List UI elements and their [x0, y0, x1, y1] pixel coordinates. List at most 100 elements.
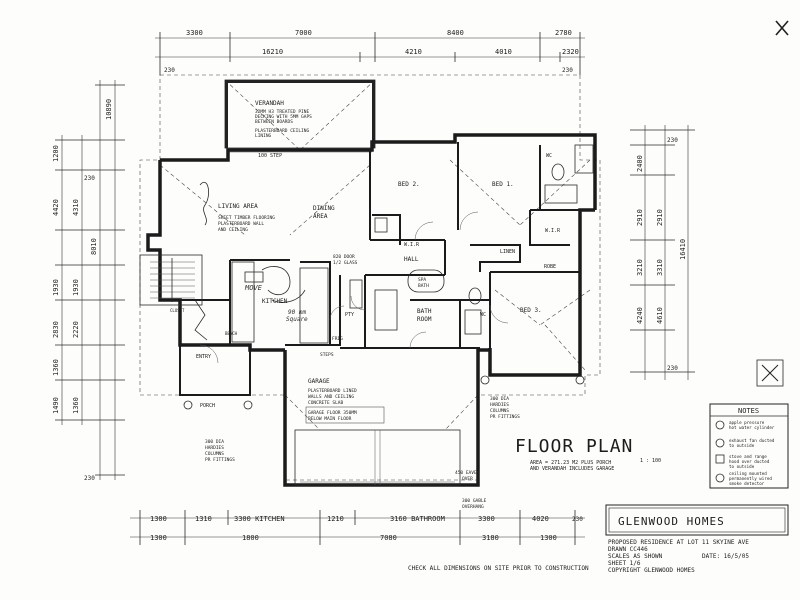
label-hardies-left-1: 300 DIA	[205, 439, 224, 445]
label-closet: CLOSET	[170, 308, 185, 313]
note-3-line-2: hood over ducted	[729, 459, 770, 464]
dim-bottom-3: 3300 KITCHEN	[234, 515, 285, 523]
title-line-4: SHEET 1/6	[608, 560, 641, 567]
kitchen-benches	[231, 261, 363, 344]
label-wc: WC	[480, 312, 486, 318]
label-fridge: FRIG	[332, 336, 343, 342]
label-spa-2: BATH	[418, 283, 429, 289]
floor-plan-title: FLOOR PLAN	[515, 436, 633, 457]
notes-box: NOTES apple pressure hot water cylinder …	[709, 403, 789, 489]
label-entry: ENTRY	[196, 354, 211, 360]
dim-right2-1: 2910	[656, 209, 664, 226]
dim-top-small-1: 230	[164, 67, 175, 74]
label-verandah-n5: LINING	[255, 133, 272, 139]
bathroom-fixtures	[374, 144, 594, 335]
dim-bottom2-5: 1300	[540, 534, 557, 542]
dim-left-3: 1930	[52, 279, 60, 296]
hand-sketch-marks	[194, 182, 306, 341]
dim-right-4: 4240	[636, 307, 644, 324]
dim-right-230: 230	[667, 365, 678, 372]
label-dining: DINING	[313, 205, 335, 212]
label-gable-1: 300 GABLE	[462, 498, 487, 504]
label-garage-n5: BELOW MAIN FLOOR	[308, 416, 352, 422]
title-line-1: PROPOSED RESIDENCE AT LOT 11 SKYINE AVE	[608, 539, 749, 546]
note-3-line-1: stove and range	[729, 454, 767, 459]
dim-left-2: 4420	[52, 199, 60, 216]
north-arrow-icon	[756, 359, 784, 387]
top-dimension-lines: 3300 7000 8400 2780 16210 4210 4010 2320…	[155, 29, 585, 75]
label-wir: W.I.R	[404, 242, 420, 248]
label-verandah-n4: PLASTERBOARD CEILING	[255, 128, 309, 134]
dim-bottom2-1: 1300	[150, 534, 167, 542]
label-verandah: VERANDAH	[255, 100, 284, 107]
label-hardies-right-2: HARDIES	[490, 402, 509, 408]
bottom-dimension-lines: 1300 1310 3300 KITCHEN 1210 3160 BATHROO…	[130, 510, 585, 545]
label-pty: PTY	[345, 312, 354, 318]
verandah	[224, 79, 376, 153]
dim-left2-5: 230	[84, 175, 95, 182]
floor-plan-scale: 1 : 100	[640, 458, 661, 464]
dim-right2-2: 3310	[656, 259, 664, 276]
interior-walls	[175, 142, 580, 396]
title-line-3: SCALES AS SHOWN	[608, 553, 663, 560]
dim-left-4: 2830	[52, 321, 60, 338]
note-1-line-1: apple pressure	[729, 420, 765, 425]
label-garage-n4: GARAGE FLOOR 350MM	[308, 410, 357, 416]
note-4-line-1: ceiling mounted	[729, 471, 767, 476]
label-garage-n3: CONCRETE SLAB	[308, 400, 344, 406]
dim-right2-3: 4610	[656, 307, 664, 324]
dim-bottom-6: 3300	[478, 515, 495, 523]
dim-left2-4: 1360	[72, 397, 80, 414]
dim-left-6: 1490	[52, 397, 60, 414]
label-robe: ROBE	[544, 264, 556, 270]
label-hardies-left-2: HARDIES	[205, 445, 224, 451]
dim-bottom-1: 1300	[150, 515, 167, 523]
label-bath-2: ROOM	[417, 316, 432, 323]
label-living-n2: PLASTERBOARD WALL	[218, 221, 264, 227]
dim-top2-3: 4010	[495, 48, 512, 56]
label-dining-2: AREA	[313, 213, 328, 220]
note-1-line-2: hot water cylinder	[729, 425, 775, 430]
note-3-line-3: to outside	[729, 464, 755, 469]
close-icon[interactable]	[775, 20, 789, 36]
dim-bottom-4: 1210	[327, 515, 344, 523]
sheet-title-block: FLOOR PLAN 1 : 100 AREA = 271.23 M2 PLUS…	[515, 436, 661, 472]
label-eaves-1: 450 EAVES	[455, 470, 480, 476]
dim-left2-2: 1930	[72, 279, 80, 296]
company-title-block: GLENWOOD HOMES PROPOSED RESIDENCE AT LOT…	[605, 504, 789, 574]
note-2-line-2: to outside	[729, 443, 755, 448]
handwritten-move: MOVE	[244, 284, 263, 292]
dim-bottom-8: 230	[572, 516, 583, 523]
dim-right-2: 2910	[636, 209, 644, 226]
dim-left-1: 1200	[52, 145, 60, 162]
label-hall: HALL	[404, 256, 419, 263]
label-wir-2: W.I.R	[545, 228, 561, 234]
porch-columns	[183, 375, 585, 410]
label-verandah-n2: DECKING WITH 5MM GAPS	[255, 114, 312, 120]
label-linen: LINEN	[500, 249, 515, 255]
title-line-2: DRAWN CC446	[608, 546, 648, 553]
label-gable-2: OVERHANG	[462, 504, 484, 510]
dim-right-3: 3210	[636, 259, 644, 276]
dim-bottom2-4: 3180	[482, 534, 499, 542]
label-living: LIVING AREA	[218, 203, 258, 210]
label-verandah-n3: BETWEEN BOARDS	[255, 119, 293, 125]
dim-bottom-2: 1310	[195, 515, 212, 523]
label-hardies-left-3: COLUMNS	[205, 451, 224, 457]
label-hardies-right-4: PR FITTINGS	[490, 414, 520, 420]
dim-left-5: 1360	[52, 359, 60, 376]
dim-left2-3: 2220	[72, 321, 80, 338]
label-bed1: BED 1.	[492, 181, 514, 188]
label-verandah-n1: 32MM H3 TREATED PINE	[255, 109, 309, 115]
dim-right-1: 2400	[636, 155, 644, 172]
label-wc-2: WC	[546, 153, 552, 159]
title-line-5: COPYRIGHT GLENWOOD HOMES	[608, 567, 695, 574]
dim-top-1: 3300	[186, 29, 203, 37]
door-swings	[199, 211, 509, 364]
label-garage-n2: WALLS AND CEILING	[308, 394, 354, 400]
title-date: DATE: 16/5/05	[702, 553, 749, 560]
dim-left-big-1: 8010	[90, 238, 98, 255]
garage-doors	[294, 429, 461, 486]
dim-top-3: 8400	[447, 29, 464, 37]
